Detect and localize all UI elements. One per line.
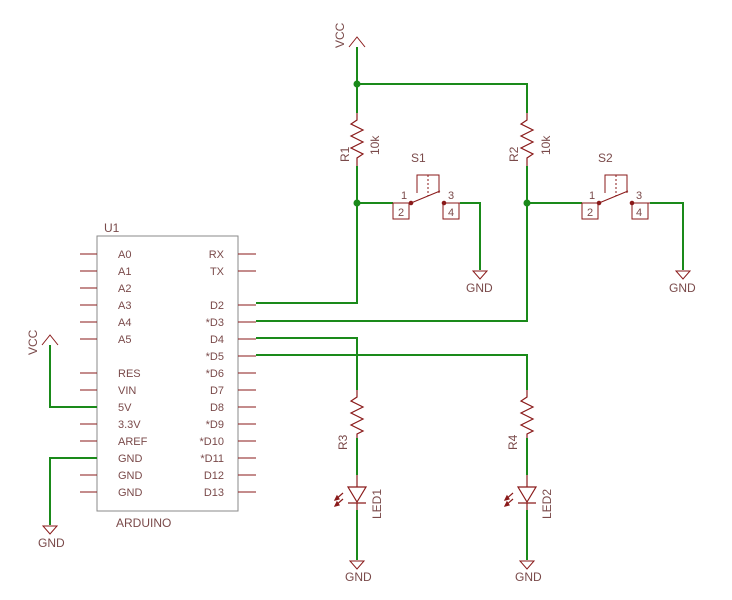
pin-res: RES — [118, 368, 141, 380]
switch-s1: S1 1 2 3 4 — [392, 151, 460, 220]
pin-5v: 5V — [118, 402, 132, 414]
pin-gnd-2: GND — [118, 470, 143, 482]
pin-d10: *D10 — [200, 436, 224, 448]
gnd-led2-label: GND — [515, 570, 542, 584]
led1-ref-label: LED1 — [370, 489, 384, 519]
pin-d6: *D6 — [206, 368, 224, 380]
gnd-s1-symbol: GND — [466, 270, 493, 295]
pin-d3: *D3 — [206, 317, 224, 329]
gnd-s1-label: GND — [466, 281, 493, 295]
r1-value-label: 10k — [368, 135, 382, 155]
wire-vcc-top — [356, 47, 528, 113]
wire-gnd-left — [49, 457, 97, 525]
r2-ref-label: R2 — [507, 146, 521, 162]
s1-pin3: 3 — [448, 190, 454, 202]
pin-rx: RX — [209, 249, 225, 261]
arduino-left-pins — [80, 253, 97, 493]
gnd-s2-symbol: GND — [669, 270, 696, 295]
gnd-left-label: GND — [38, 536, 65, 550]
arduino-name-label: ARDUINO — [116, 516, 171, 530]
pin-d4: D4 — [210, 334, 224, 346]
pin-gnd-3: GND — [118, 487, 143, 499]
wire-vcc-5v — [49, 345, 97, 408]
pin-d9: *D9 — [206, 419, 224, 431]
vcc-left-label: VCC — [26, 329, 40, 355]
pin-a2: A2 — [118, 283, 131, 295]
gnd-led2-symbol: GND — [515, 560, 542, 584]
pin-aref: AREF — [118, 436, 148, 448]
pin-a5: A5 — [118, 334, 131, 346]
s1-ref-label: S1 — [411, 151, 426, 165]
vcc-left-symbol: VCC — [26, 329, 59, 355]
s1-pin4: 4 — [448, 207, 454, 219]
pin-a0: A0 — [118, 249, 131, 261]
switch-s2: S2 1 2 3 4 — [581, 151, 650, 220]
wire-d4-r3 — [256, 337, 358, 390]
vcc-top-symbol: VCC — [333, 22, 366, 48]
pin-d5: *D5 — [206, 351, 224, 363]
r4-ref-label: R4 — [506, 434, 520, 450]
wire-node1-d2 — [256, 203, 358, 304]
pin-d7: D7 — [210, 385, 224, 397]
s2-pin1: 1 — [589, 190, 595, 202]
arduino-u1: U1 ARDUINO — [80, 221, 256, 530]
wire-node2-d3 — [256, 203, 528, 322]
junctions — [353, 80, 531, 207]
pin-d2: D2 — [210, 300, 224, 312]
arduino-ref-label: U1 — [104, 221, 120, 235]
pin-vin: VIN — [118, 385, 136, 397]
s2-ref-label: S2 — [598, 151, 613, 165]
junction-node2 — [523, 199, 531, 207]
arduino-right-pins — [238, 253, 256, 493]
vcc-top-label: VCC — [333, 22, 347, 48]
pin-gnd-1: GND — [118, 453, 143, 465]
gnd-led1-label: GND — [345, 570, 372, 584]
led-1: LED1 — [333, 475, 384, 519]
wire-d5-r4 — [256, 354, 528, 390]
wire-s2-gnd — [650, 202, 684, 270]
resistor-r2: R2 10k — [507, 113, 553, 166]
r2-value-label: 10k — [539, 135, 553, 155]
pin-a1: A1 — [118, 266, 131, 278]
wire-s1-gnd — [460, 202, 481, 270]
led-2: LED2 — [503, 475, 554, 519]
pin-d11: *D11 — [200, 453, 224, 465]
r1-ref-label: R1 — [338, 146, 352, 162]
gnd-s2-label: GND — [669, 281, 696, 295]
pin-a3: A3 — [118, 300, 131, 312]
junction-node1 — [353, 199, 361, 207]
gnd-led1-symbol: GND — [345, 560, 372, 584]
s2-pin3: 3 — [636, 190, 642, 202]
led2-ref-label: LED2 — [540, 489, 554, 519]
resistor-r1: R1 10k — [338, 113, 382, 166]
s1-pin2: 2 — [398, 207, 404, 219]
s2-pin4: 4 — [636, 207, 642, 219]
pin-a4: A4 — [118, 317, 131, 329]
s2-pin2: 2 — [587, 207, 593, 219]
pin-d8: D8 — [210, 402, 224, 414]
s1-pin1: 1 — [401, 190, 407, 202]
wires — [49, 47, 684, 560]
pin-3v3: 3.3V — [118, 419, 141, 431]
r3-ref-label: R3 — [336, 434, 350, 450]
junction-vcc — [353, 80, 361, 88]
resistor-r3: R3 — [336, 390, 365, 450]
gnd-left-symbol: GND — [38, 525, 65, 550]
pin-d12: D12 — [204, 470, 224, 482]
pin-tx: TX — [210, 266, 225, 278]
pin-d13: D13 — [204, 487, 224, 499]
resistor-r4: R4 — [506, 390, 535, 450]
